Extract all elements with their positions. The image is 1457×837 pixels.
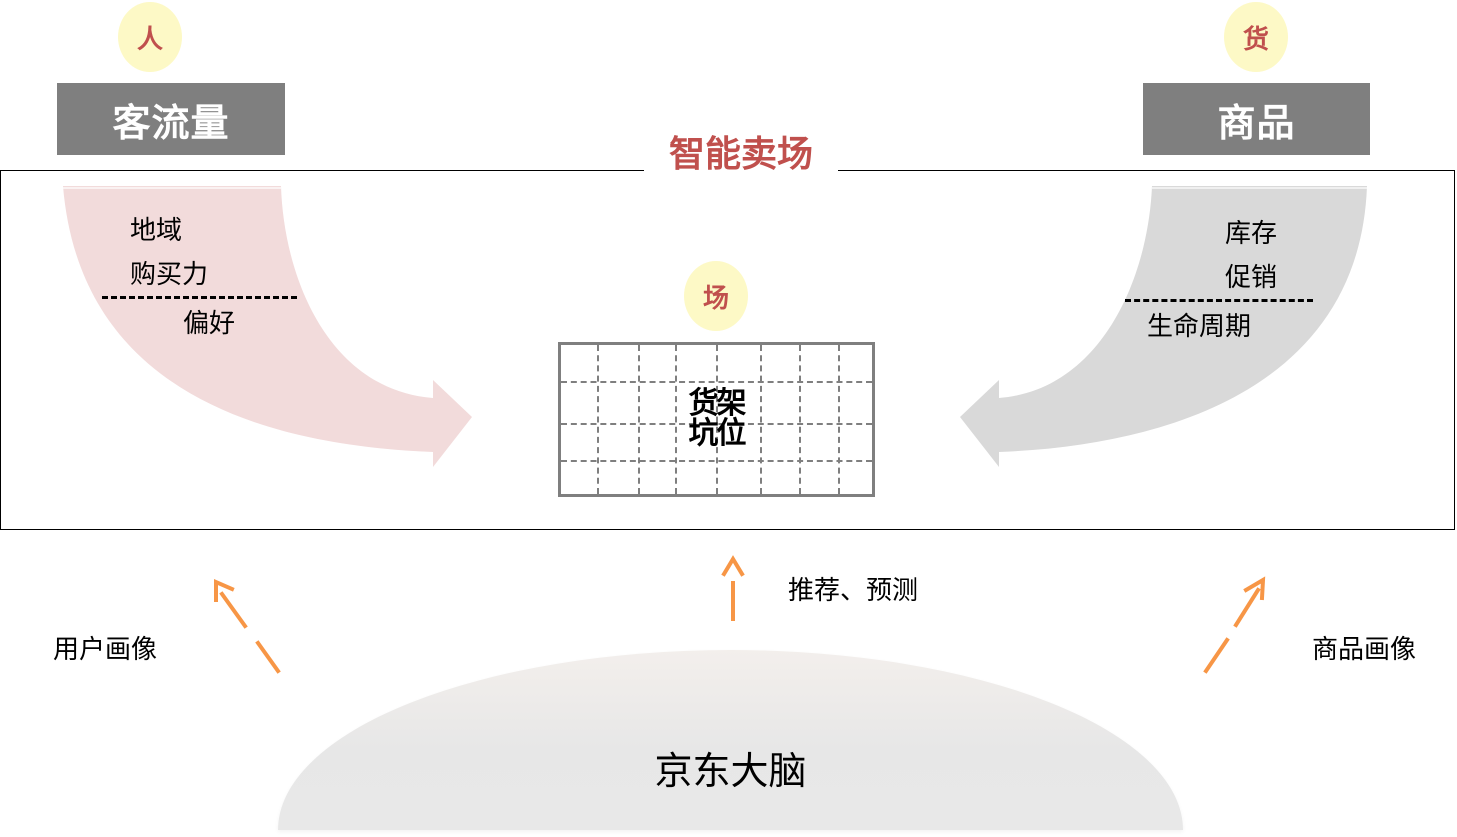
goods-factor-inventory: 库存 (1225, 219, 1278, 249)
goods-badge: 货 (1224, 2, 1288, 72)
goods-factor-lifecycle: 生命周期 (1147, 312, 1252, 342)
recommend-predict-arrow-icon (721, 555, 745, 621)
user-profile-label: 用户画像 (53, 635, 158, 665)
page-title-text: 智能卖场 (668, 134, 813, 175)
place-badge-text: 场 (702, 283, 729, 314)
page-title: 智能卖场 (644, 126, 838, 176)
people-header: 客流量 (57, 83, 285, 155)
goods-divider (1125, 299, 1313, 302)
goods-factor-promotion: 促销 (1225, 263, 1278, 293)
goods-flow-arrow-icon (960, 186, 1367, 467)
shelf-label-line2: 坑位 (688, 416, 747, 451)
jd-brain-label: 京东大脑 (654, 749, 807, 793)
recommend-predict-label: 推荐、预测 (788, 576, 919, 606)
people-badge-text: 人 (136, 24, 163, 55)
people-badge: 人 (118, 2, 182, 72)
product-profile-arrow-icon (1203, 576, 1266, 674)
people-header-text: 客流量 (112, 100, 230, 145)
goods-badge-text: 货 (1242, 24, 1269, 55)
people-factor-region: 地域 (130, 216, 183, 246)
people-divider (102, 296, 297, 299)
goods-header: 商品 (1143, 83, 1370, 155)
shelf-grid: 货架 坑位 (558, 342, 875, 497)
people-factor-purchasing-power: 购买力 (130, 260, 209, 290)
user-profile-arrow-icon (214, 578, 281, 674)
shelf-label-line1: 货架 (688, 386, 747, 421)
people-flow-arrow-icon (63, 186, 472, 467)
goods-header-text: 商品 (1217, 100, 1296, 145)
shelf-label: 货架 坑位 (561, 389, 872, 449)
product-profile-label: 商品画像 (1312, 635, 1417, 665)
place-badge: 场 (684, 261, 748, 331)
people-factor-preference: 偏好 (183, 309, 236, 339)
